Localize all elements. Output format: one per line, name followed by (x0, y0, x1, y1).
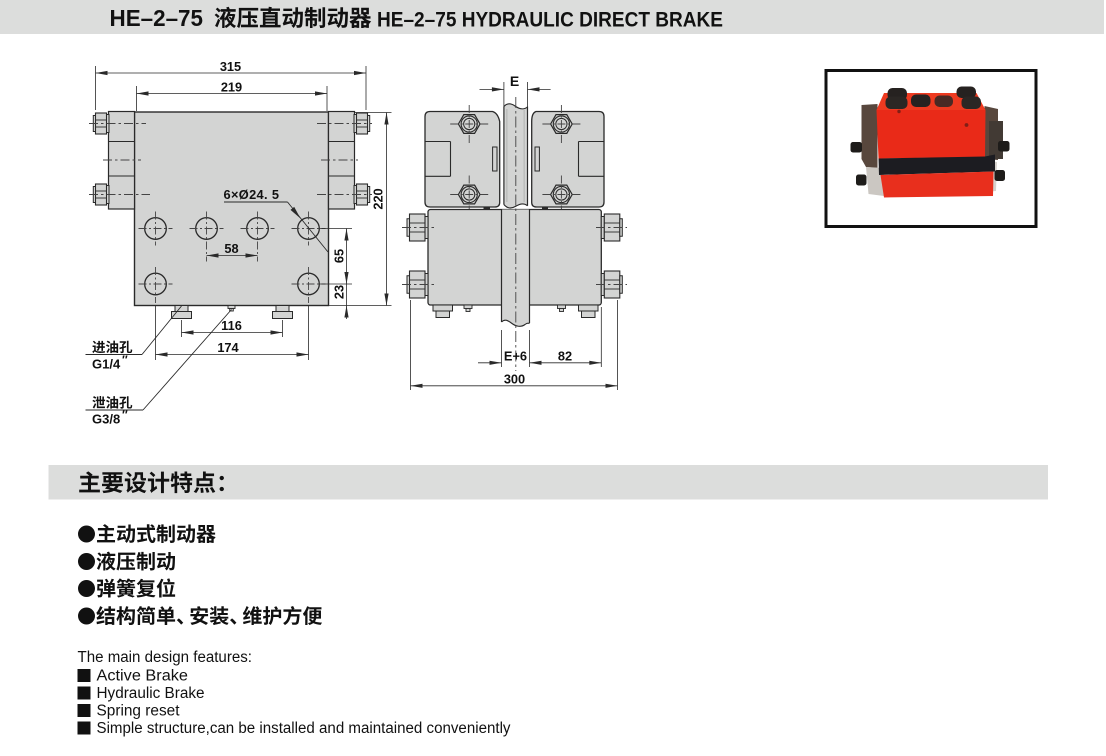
svg-text:The main design features:: The main design features: (78, 649, 253, 666)
svg-text:″: ″ (122, 353, 128, 367)
svg-text:65: 65 (332, 249, 347, 263)
svg-text:HE–2–75 HYDRAULIC DIRECT BRA: HE–2–75 HYDRAULIC DIRECT BRAKE (377, 8, 723, 31)
svg-text:Active Brake: Active Brake (97, 668, 189, 685)
svg-text:23: 23 (332, 285, 347, 299)
svg-text:219: 219 (221, 80, 242, 95)
svg-text:58: 58 (224, 241, 238, 256)
svg-text:E: E (510, 73, 519, 89)
svg-text:HE–2–75: HE–2–75 (110, 5, 204, 31)
svg-text:116: 116 (221, 318, 242, 333)
svg-text:300: 300 (504, 371, 525, 386)
svg-text:174: 174 (217, 340, 239, 355)
svg-text:G1/4: G1/4 (92, 357, 121, 372)
svg-text:Spring reset: Spring reset (97, 703, 181, 720)
svg-text:E+6: E+6 (504, 348, 527, 363)
svg-text:6×Ø24. 5: 6×Ø24. 5 (224, 187, 280, 202)
svg-text:Hydraulic Brake: Hydraulic Brake (97, 685, 205, 702)
svg-text:″: ″ (122, 408, 128, 422)
svg-text:Simple structure,can be instal: Simple structure,can be installed and ma… (97, 720, 511, 737)
svg-text:82: 82 (558, 348, 572, 363)
svg-text:G3/8: G3/8 (92, 412, 120, 427)
svg-text:315: 315 (220, 59, 241, 74)
svg-text:220: 220 (371, 188, 386, 209)
